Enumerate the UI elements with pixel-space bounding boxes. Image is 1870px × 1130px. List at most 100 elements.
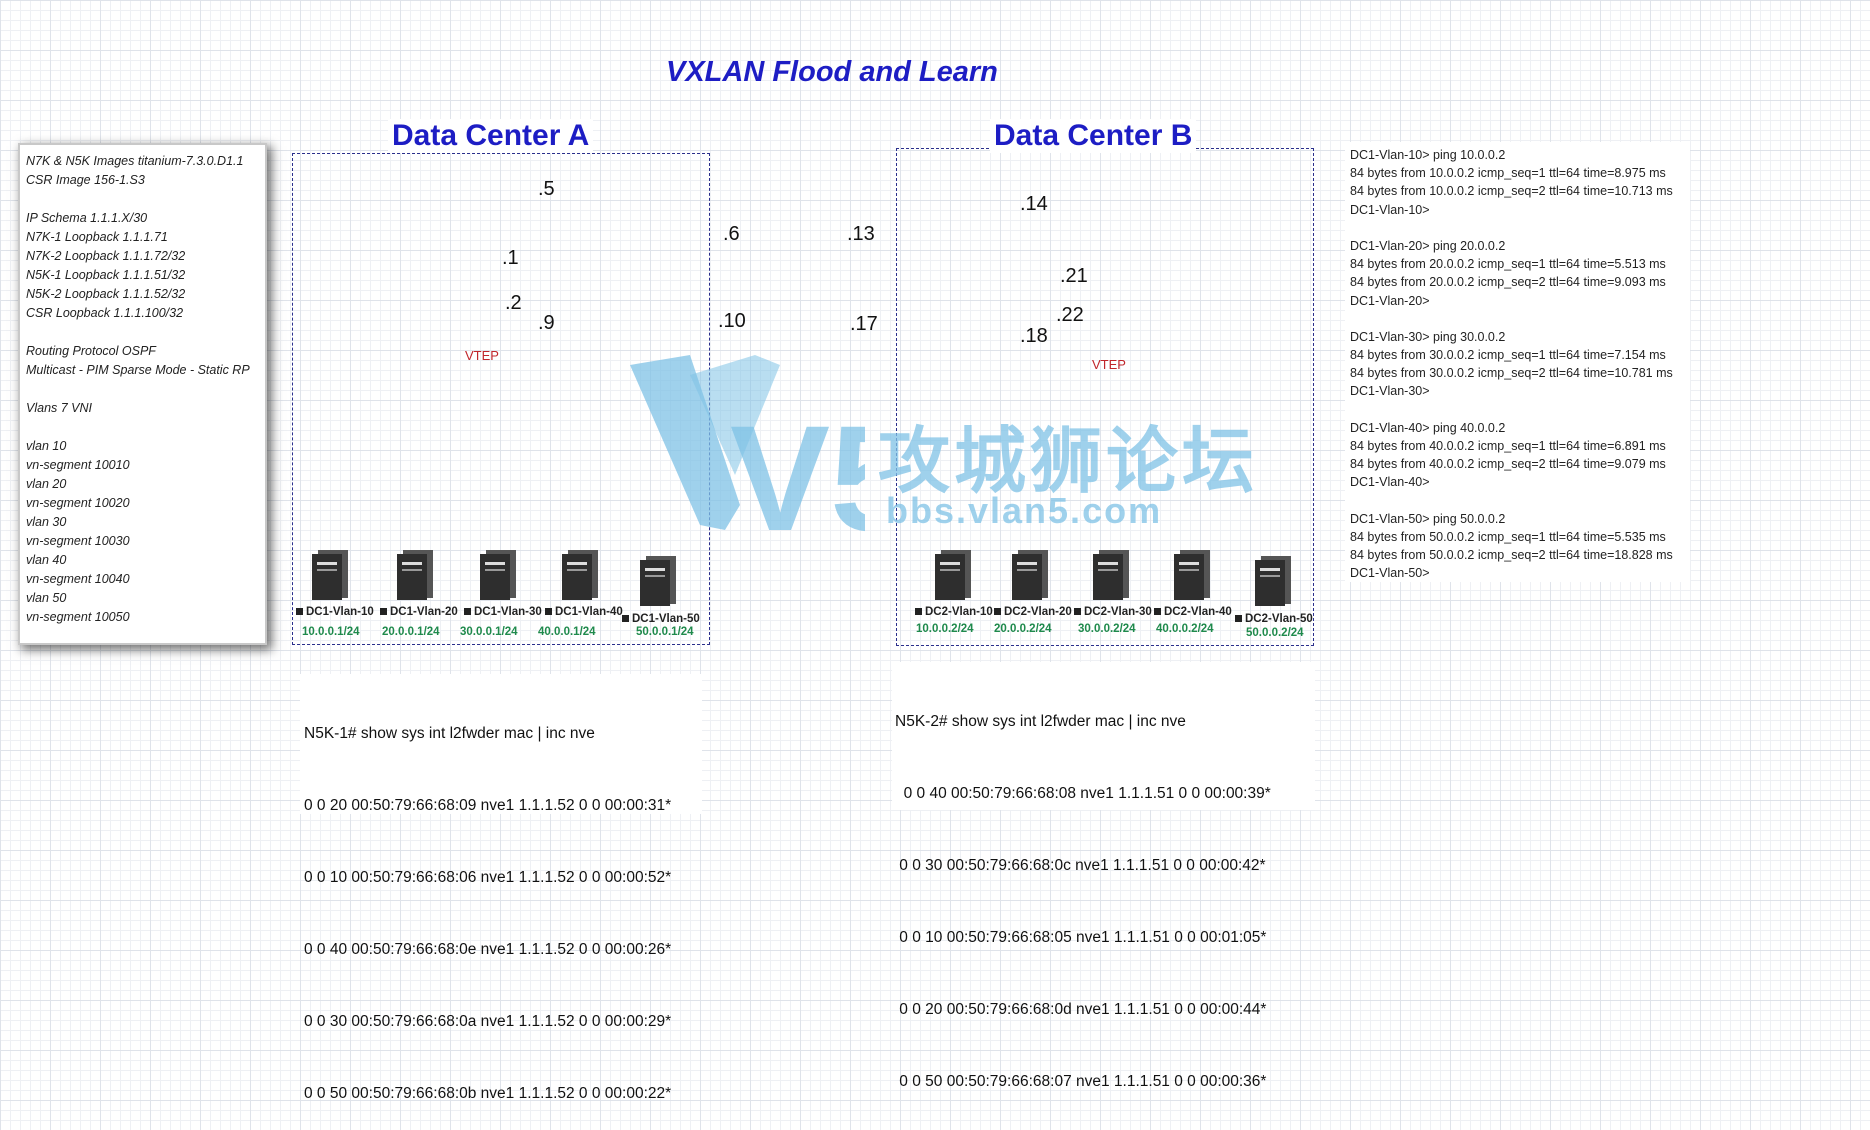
ping-line xyxy=(1345,219,1690,237)
ping-line: 84 bytes from 30.0.0.2 icmp_seq=2 ttl=64… xyxy=(1350,366,1673,381)
info-line xyxy=(20,380,265,399)
cli-line: 0 0 10 00:50:79:66:68:06 nve1 1.1.1.52 0… xyxy=(304,869,672,886)
info-line: N7K & N5K Images titanium-7.3.0.D1.1 xyxy=(26,154,244,168)
server-label: DC2-Vlan-50 xyxy=(1235,613,1313,625)
ip-label: .18 xyxy=(1020,325,1048,347)
info-line: vlan 30 xyxy=(26,515,67,529)
ping-line xyxy=(1345,401,1690,419)
info-line: vn-segment 10030 xyxy=(26,534,130,548)
ping-line xyxy=(1345,492,1690,510)
ip-label: .22 xyxy=(1056,304,1084,326)
cli-line: N5K-1# show sys int l2fwder mac | inc nv… xyxy=(304,725,595,742)
ip-label: .2 xyxy=(505,292,522,314)
ping-line: DC1-Vlan-10> xyxy=(1350,202,1430,217)
ip-label: .5 xyxy=(538,178,555,200)
ping-line xyxy=(1345,310,1690,328)
cli-line: 0 0 30 00:50:79:66:68:0a nve1 1.1.1.52 0… xyxy=(304,1013,672,1030)
ping-line: DC1-Vlan-20> ping 20.0.0.2 xyxy=(1350,238,1506,253)
server-label: DC1-Vlan-30 xyxy=(464,606,542,618)
ip-label: .17 xyxy=(850,313,878,335)
ip-label: .10 xyxy=(718,310,746,332)
ip-label: .21 xyxy=(1060,265,1088,287)
ip-label: .9 xyxy=(538,312,555,334)
server-label: DC1-Vlan-10 xyxy=(296,606,374,618)
cli-line: 0 0 30 00:50:79:66:68:0c nve1 1.1.1.51 0… xyxy=(895,857,1266,874)
ip-label: .13 xyxy=(847,223,875,245)
server-ip: 50.0.0.2/24 xyxy=(1246,627,1304,639)
server-ip: 10.0.0.1/24 xyxy=(302,626,360,638)
cli-line: 0 0 40 00:50:79:66:68:08 nve1 1.1.1.51 0… xyxy=(895,785,1271,802)
ping-line: DC1-Vlan-50> ping 50.0.0.2 xyxy=(1350,511,1506,526)
ping-line: 84 bytes from 50.0.0.2 icmp_seq=1 ttl=64… xyxy=(1350,529,1666,544)
ip-label: .1 xyxy=(502,247,519,269)
cli-line: 0 0 50 00:50:79:66:68:0b nve1 1.1.1.52 0… xyxy=(304,1085,672,1102)
server-icon xyxy=(1255,556,1291,606)
info-line: IP Schema 1.1.1.X/30 xyxy=(26,211,148,225)
server-ip: 30.0.0.2/24 xyxy=(1078,623,1136,635)
cli-line: 0 0 20 00:50:79:66:68:0d nve1 1.1.1.51 0… xyxy=(895,1001,1267,1018)
ping-line: 84 bytes from 30.0.0.2 icmp_seq=1 ttl=64… xyxy=(1350,348,1666,363)
server-ip: 10.0.0.2/24 xyxy=(916,623,974,635)
info-line: N7K-2 Loopback 1.1.1.72/32 xyxy=(26,249,186,263)
watermark-text: 攻城狮论坛 xyxy=(878,422,1259,502)
info-line: vlan 20 xyxy=(26,477,67,491)
ping-line: DC1-Vlan-20> xyxy=(1350,293,1430,308)
server-icon xyxy=(935,550,971,600)
cli-output-n5k-1: N5K-1# show sys int l2fwder mac | inc nv… xyxy=(300,674,702,1102)
info-line: vn-segment 10010 xyxy=(26,458,130,472)
server-label: DC1-Vlan-40 xyxy=(545,606,623,618)
info-line: N5K-2 Loopback 1.1.1.52/32 xyxy=(26,287,186,301)
info-line: vn-segment 10040 xyxy=(26,572,130,586)
ping-line: DC1-Vlan-40> xyxy=(1350,475,1430,490)
vtep-label: VTEP xyxy=(1092,357,1126,372)
info-panel: N7K & N5K Images titanium-7.3.0.D1.1 CSR… xyxy=(20,145,265,643)
ping-line: 84 bytes from 20.0.0.2 icmp_seq=1 ttl=64… xyxy=(1350,257,1666,272)
ping-line: DC1-Vlan-50> xyxy=(1350,566,1430,581)
server-icon xyxy=(397,550,433,600)
server-label: DC2-Vlan-30 xyxy=(1074,606,1152,618)
server-icon xyxy=(640,556,676,606)
server-icon xyxy=(480,550,516,600)
ping-line: DC1-Vlan-10> ping 10.0.0.2 xyxy=(1350,148,1506,162)
ping-line: DC1-Vlan-30> xyxy=(1350,384,1430,399)
cli-line: N5K-2# show sys int l2fwder mac | inc nv… xyxy=(895,713,1186,730)
server-ip: 20.0.0.1/24 xyxy=(382,626,440,638)
server-icon xyxy=(1012,550,1048,600)
server-label: DC2-Vlan-40 xyxy=(1154,606,1232,618)
ip-label: .6 xyxy=(723,223,740,245)
info-line: vn-segment 10050 xyxy=(26,610,130,624)
cli-line: 0 0 40 00:50:79:66:68:0e nve1 1.1.1.52 0… xyxy=(304,941,672,958)
server-ip: 20.0.0.2/24 xyxy=(994,623,1052,635)
server-label: DC2-Vlan-10 xyxy=(915,606,993,618)
server-label: DC1-Vlan-50 xyxy=(622,613,700,625)
info-line: Routing Protocol OSPF xyxy=(26,344,156,358)
ping-line: DC1-Vlan-30> ping 30.0.0.2 xyxy=(1350,329,1506,344)
server-ip: 40.0.0.2/24 xyxy=(1156,623,1214,635)
info-line xyxy=(20,190,265,209)
info-line: CSR Image 156-1.S3 xyxy=(26,173,145,187)
data-center-a-title: Data Center A xyxy=(388,119,594,153)
ping-line: 84 bytes from 10.0.0.2 icmp_seq=1 ttl=64… xyxy=(1350,166,1666,181)
diagram-title: VXLAN Flood and Learn xyxy=(666,56,998,88)
cli-line: 0 0 10 00:50:79:66:68:05 nve1 1.1.1.51 0… xyxy=(895,929,1267,946)
info-line xyxy=(20,418,265,437)
server-ip: 40.0.0.1/24 xyxy=(538,626,596,638)
server-icon xyxy=(312,550,348,600)
cli-line: 0 0 50 00:50:79:66:68:07 nve1 1.1.1.51 0… xyxy=(895,1073,1267,1090)
watermark-logo-text: V5 xyxy=(730,394,865,540)
info-line: vlan 40 xyxy=(26,553,67,567)
server-icon xyxy=(1174,550,1210,600)
server-icon xyxy=(1093,550,1129,600)
info-line: Vlans 7 VNI xyxy=(26,401,93,415)
info-line: CSR Loopback 1.1.1.100/32 xyxy=(26,306,184,320)
info-line: vlan 10 xyxy=(26,439,67,453)
info-line: vn-segment 10020 xyxy=(26,496,130,510)
ping-line: 84 bytes from 40.0.0.2 icmp_seq=2 ttl=64… xyxy=(1350,457,1666,472)
info-line: N5K-1 Loopback 1.1.1.51/32 xyxy=(26,268,186,282)
ping-line: DC1-Vlan-40> ping 40.0.0.2 xyxy=(1350,420,1506,435)
ip-label: .14 xyxy=(1020,193,1048,215)
server-label: DC2-Vlan-20 xyxy=(994,606,1072,618)
watermark-url: bbs.vlan5.com xyxy=(886,490,1163,531)
server-icon xyxy=(562,550,598,600)
ping-line: 84 bytes from 50.0.0.2 icmp_seq=2 ttl=64… xyxy=(1350,548,1673,563)
